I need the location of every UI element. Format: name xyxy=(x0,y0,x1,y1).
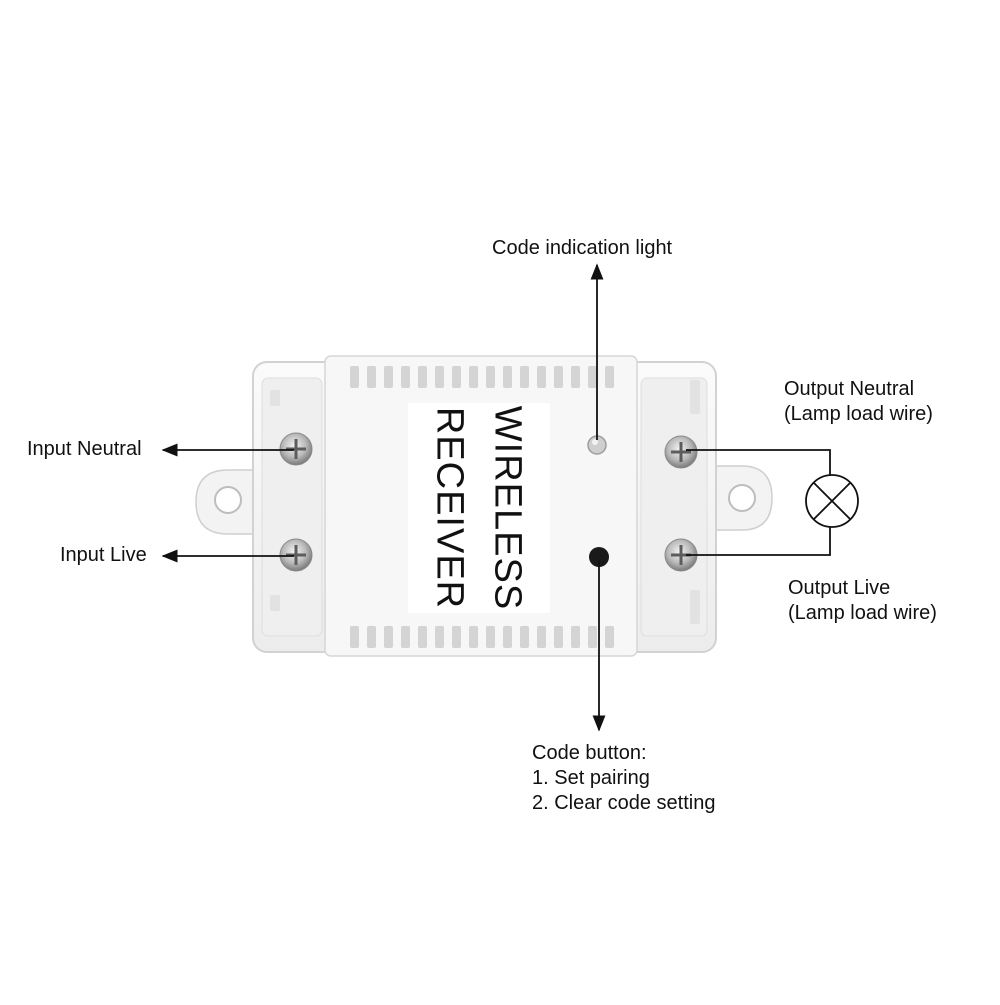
lamp-icon xyxy=(805,474,859,528)
label-input-live: Input Live xyxy=(60,544,147,566)
left-mounting-ear xyxy=(195,469,259,535)
device-label-plate: WIRELESS RECEIVER xyxy=(408,403,550,613)
right-mounting-ear xyxy=(713,465,773,531)
label-code-indication-light: Code indication light xyxy=(492,237,673,259)
label-output-live: Output Live (Lamp load wire) xyxy=(788,577,937,624)
code-button xyxy=(589,547,609,567)
device-label-wireless: WIRELESS xyxy=(486,405,529,611)
screw-output-neutral xyxy=(664,435,698,469)
label-code-button: Code button: 1. Set pairing 2. Clear cod… xyxy=(532,742,716,814)
lamp-load-wiring xyxy=(686,449,831,556)
leader-lines xyxy=(161,263,606,732)
label-input-neutral: Input Neutral xyxy=(27,438,142,460)
screw-input-neutral xyxy=(279,432,313,466)
label-output-neutral: Output Neutral (Lamp load wire) xyxy=(784,378,933,425)
device-label-receiver: RECEIVER xyxy=(428,406,471,610)
top-vents xyxy=(350,366,614,388)
screw-input-live xyxy=(279,538,313,572)
bottom-vents xyxy=(350,626,614,648)
